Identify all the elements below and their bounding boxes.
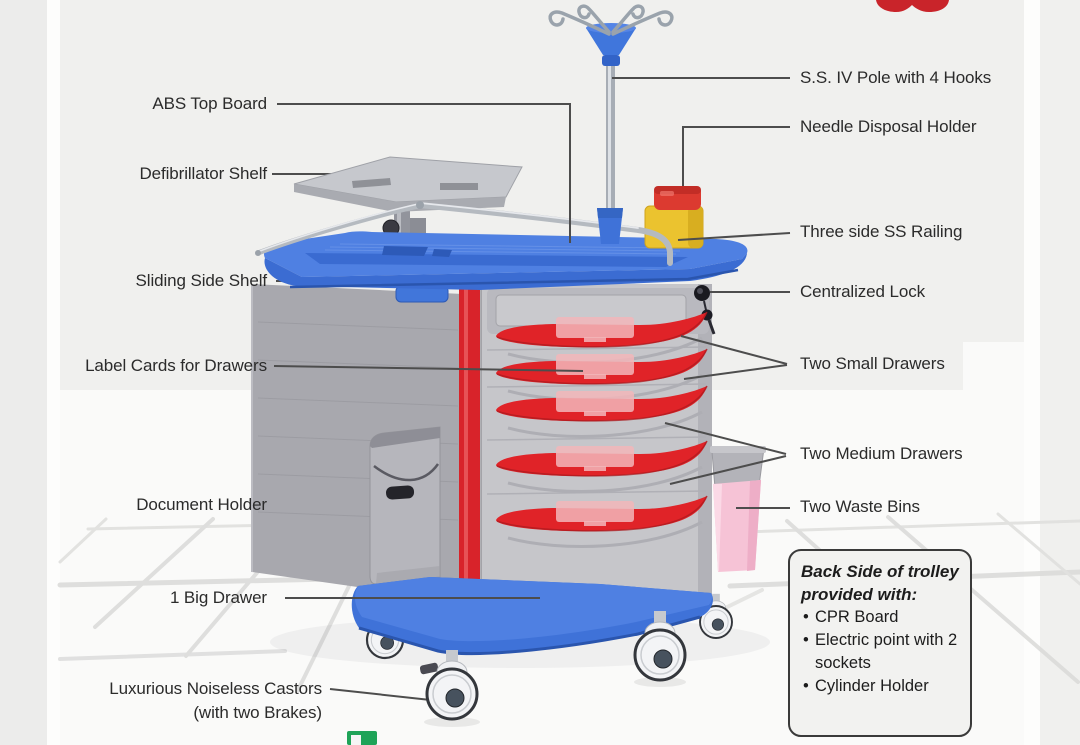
label-needle-disposal-holder: Needle Disposal Holder <box>800 117 977 136</box>
label-document-holder: Document Holder <box>136 495 267 514</box>
green-logo-fragment <box>347 731 377 745</box>
red-stripe <box>459 280 480 600</box>
label-defibrillator-shelf: Defibrillator Shelf <box>139 164 267 183</box>
label-castors-line2: (with two Brakes) <box>193 703 322 722</box>
backside-info-box: Back Side of trolley provided with: CPR … <box>788 549 972 737</box>
defibrillator-shelf <box>293 156 523 246</box>
label-castors: Luxurious Noiseless Castors (with two Br… <box>60 677 322 725</box>
connector-lines-front <box>273 77 791 599</box>
iv-pole-4-hooks <box>548 4 674 244</box>
info-box-heading-line2: provided with: <box>801 585 918 604</box>
cabinet <box>251 277 716 602</box>
label-big-drawer: 1 Big Drawer <box>169 588 267 607</box>
iv-hooks <box>548 4 674 36</box>
base <box>351 577 713 656</box>
floor-grid <box>57 512 1080 692</box>
label-abs-top-board: ABS Top Board <box>152 94 267 113</box>
info-box-item-cpr-board: CPR Board <box>801 606 962 629</box>
label-label-cards-for-drawers: Label Cards for Drawers <box>85 356 267 375</box>
label-sliding-side-shelf: Sliding Side Shelf <box>135 271 268 290</box>
document-holder <box>369 426 441 585</box>
red-logo-fragment <box>876 0 949 12</box>
label-castors-line1: Luxurious Noiseless Castors <box>109 679 322 698</box>
label-ss-railing: Three side SS Railing <box>800 222 963 241</box>
brake-pedal <box>419 662 439 675</box>
info-box-item-electric-point: Electric point with 2 sockets <box>801 629 962 675</box>
label-iv-pole: S.S. IV Pole with 4 Hooks <box>800 68 992 87</box>
label-two-waste-bins: Two Waste Bins <box>800 497 920 516</box>
label-two-small-drawers: Two Small Drawers <box>800 354 945 373</box>
label-two-medium-drawers: Two Medium Drawers <box>800 444 963 463</box>
abs-top-board <box>263 231 748 290</box>
info-box-heading-line1: Back Side of trolley <box>801 562 959 581</box>
info-box-item-cylinder-holder: Cylinder Holder <box>801 675 962 698</box>
label-centralized-lock: Centralized Lock <box>800 282 926 301</box>
